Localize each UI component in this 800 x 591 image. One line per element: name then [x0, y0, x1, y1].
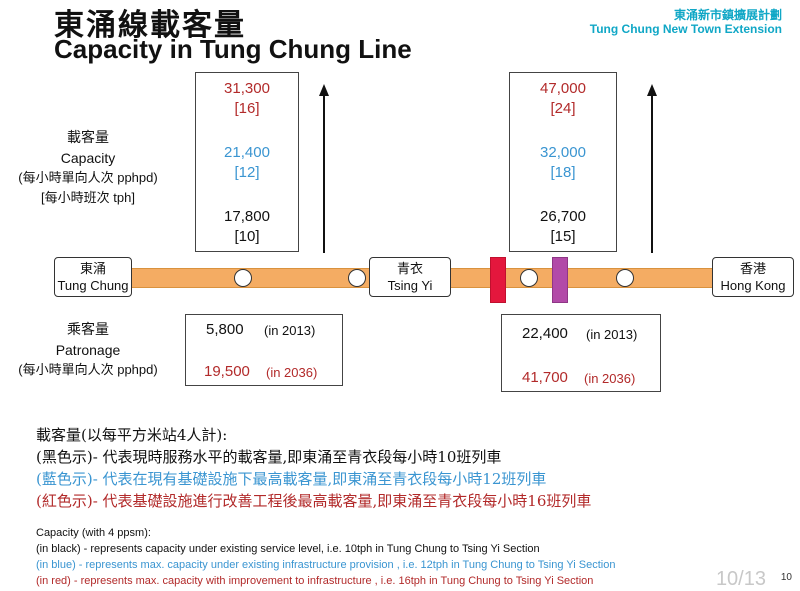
capacity-blue-tph: [12] [234, 164, 260, 181]
patronage-2036-value: 41,700 [522, 369, 568, 386]
station-name-zh: 東涌 [79, 261, 106, 276]
patronage-2013-value: 5,800 [206, 321, 244, 338]
up-arrow-shaft [651, 95, 653, 253]
station-name-en: Tung Chung [57, 278, 129, 293]
notes-zh-black: (黑色示)- 代表現時服務水平的載客量,即東涌至青衣段每小時10班列車 [36, 448, 502, 466]
capacity-black-tph: [15] [550, 228, 576, 245]
patronage-label: 乘客量 Patronage (每小時單向人次 pphpd) [0, 320, 176, 380]
intermediate-station-dot [616, 269, 634, 287]
up-arrow-shaft [323, 95, 325, 253]
station-name-zh: 香港 [739, 261, 766, 276]
capacity-black-tph: [10] [234, 228, 260, 245]
capacity-label-zh: 載客量 [67, 130, 109, 146]
station-name-en: Tsing Yi [387, 278, 433, 293]
capacity-black-value: 17,800 [224, 208, 270, 225]
capacity-red-tph: [24] [550, 100, 576, 117]
project-name-zh: 東涌新市鎮擴展計劃 [673, 8, 782, 22]
notes-en-black: (in black) - represents capacity under e… [36, 543, 540, 555]
capacity-label: 載客量 Capacity (每小時單向人次 pphpd) [每小時班次 tph] [0, 128, 176, 208]
project-name-en: Tung Chung New Town Extension [589, 22, 782, 36]
notes-en-blue: (in blue) - represents max. capacity und… [36, 559, 616, 571]
infrastructure-marker-red [490, 257, 506, 303]
station-name-en: Hong Kong [720, 278, 786, 293]
patronage-unit: (每小時單向人次 pphpd) [18, 362, 158, 377]
notes-en-red: (in red) - represents max. capacity with… [36, 575, 594, 587]
infrastructure-marker-magenta [552, 257, 568, 303]
patronage-box-tsing-yi-hong-kong: 22,400 (in 2013) 41,700 (in 2036) [501, 314, 661, 392]
patronage-label-en: Patronage [55, 342, 121, 358]
page-number: 10 [780, 572, 792, 583]
page-counter-ghost: 10/13 [715, 568, 766, 590]
capacity-red-tph: [16] [234, 100, 260, 117]
patronage-2013-year: (in 2013) [264, 323, 316, 338]
patronage-box-tung-chung-tsing-yi: 5,800 (in 2013) 19,500 (in 2036) [185, 314, 343, 386]
up-arrow-icon [647, 84, 657, 96]
intermediate-station-dot [520, 269, 538, 287]
intermediate-station-dot [234, 269, 252, 287]
up-arrow-icon [319, 84, 329, 96]
patronage-2013-year: (in 2013) [586, 327, 638, 342]
page-title-en: Capacity in Tung Chung Line [54, 34, 412, 64]
capacity-label-en: Capacity [60, 150, 116, 166]
capacity-red-value: 31,300 [224, 80, 270, 97]
capacity-box-tung-chung-tsing-yi: 31,300 [16] 21,400 [12] 17,800 [10] [195, 72, 299, 252]
notes-zh-heading: 載客量(以每平方米站4人計): [36, 426, 228, 444]
intermediate-station-dot [348, 269, 366, 287]
patronage-2036-year: (in 2036) [266, 365, 318, 380]
capacity-black-value: 26,700 [540, 208, 586, 225]
page-title-zh: 東涌線載客量 [54, 8, 246, 43]
station-name-zh: 青衣 [396, 261, 423, 276]
patronage-2036-year: (in 2036) [584, 371, 636, 386]
notes-zh-blue: (藍色示)- 代表在現有基礎設施下最高載客量,即東涌至青衣段每小時12班列車 [36, 470, 547, 488]
capacity-unit-pphpd: (每小時單向人次 pphpd) [18, 170, 158, 185]
notes-zh-red: (紅色示)- 代表基礎設施進行改善工程後最高載客量,即東涌至青衣段每小時16班列… [36, 492, 592, 510]
station-hong-kong: 香港 Hong Kong [712, 257, 794, 297]
capacity-unit-tph: [每小時班次 tph] [41, 190, 135, 205]
station-tsing-yi: 青衣 Tsing Yi [369, 257, 451, 297]
capacity-red-value: 47,000 [540, 80, 586, 97]
patronage-2036-value: 19,500 [204, 363, 250, 380]
notes-en-heading: Capacity (with 4 ppsm): [36, 527, 151, 539]
capacity-blue-tph: [18] [550, 164, 576, 181]
patronage-2013-value: 22,400 [522, 325, 568, 342]
capacity-blue-value: 32,000 [540, 144, 586, 161]
station-tung-chung: 東涌 Tung Chung [54, 257, 132, 297]
capacity-blue-value: 21,400 [224, 144, 270, 161]
capacity-box-tsing-yi-hong-kong: 47,000 [24] 32,000 [18] 26,700 [15] [509, 72, 617, 252]
patronage-label-zh: 乘客量 [67, 322, 109, 338]
